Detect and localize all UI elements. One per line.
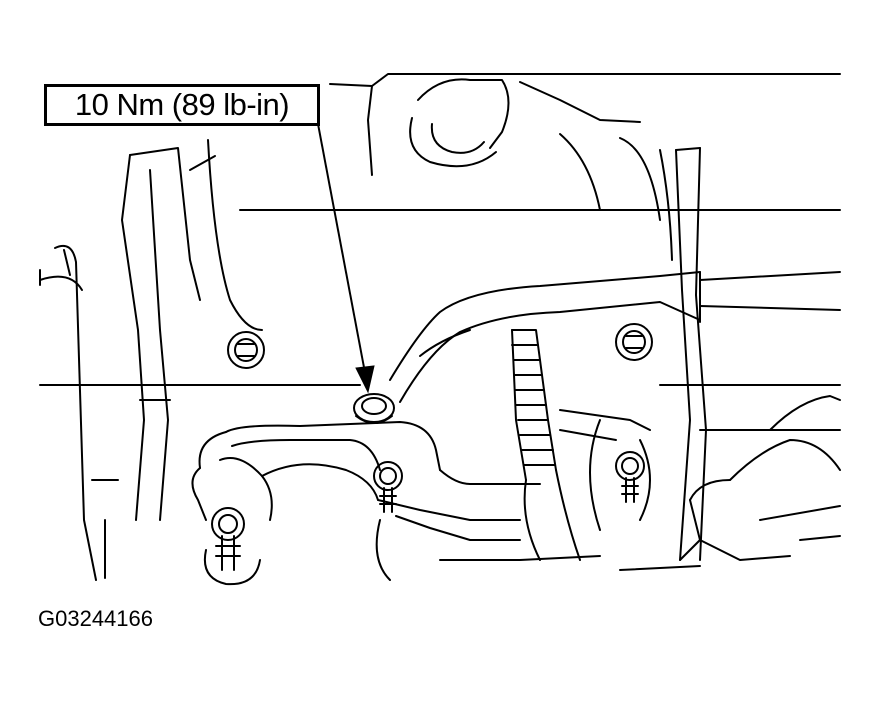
coolant-hose (390, 272, 840, 402)
bolt-upper-left (228, 332, 264, 368)
torqued-nut (354, 394, 394, 423)
right-component (620, 396, 840, 570)
ribbed-hose (512, 330, 580, 560)
bolt-bracket-center (374, 462, 402, 512)
bolt-bracket-left (205, 508, 260, 584)
mounting-bracket (192, 410, 650, 580)
vertical-rod (676, 148, 706, 560)
upper-tube (410, 79, 672, 260)
callout-leader-arrow (318, 124, 374, 392)
torque-value: 10 Nm (89 lb-in) (74, 87, 290, 122)
figure-id: G03244166 (38, 606, 153, 631)
bolt-bracket-right (616, 452, 644, 502)
left-housing (55, 140, 262, 580)
torque-callout-box: 10 Nm (89 lb-in) (44, 84, 320, 126)
engine-block-outline (40, 74, 840, 430)
bolt-upper-right (616, 324, 652, 360)
